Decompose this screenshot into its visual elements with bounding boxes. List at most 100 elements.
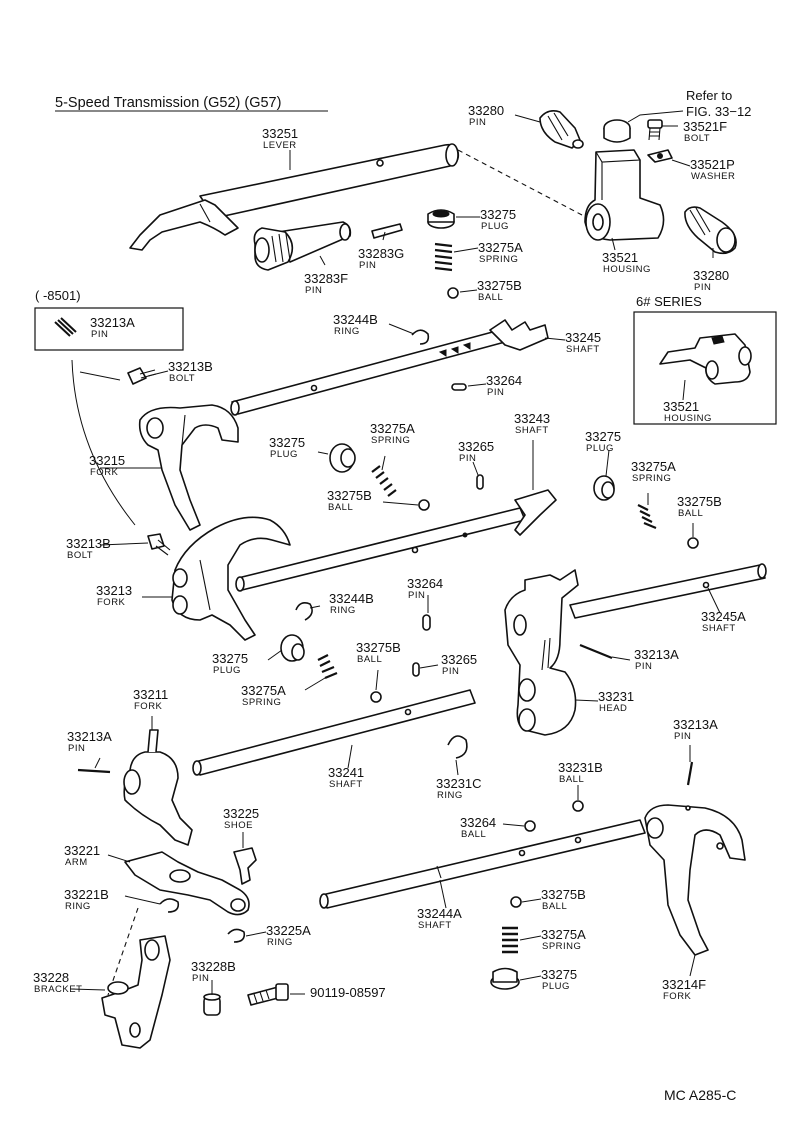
- date-box: [34, 307, 184, 351]
- bolt-33213b-upper: [127, 367, 157, 385]
- callout-c48-number: 33225A: [266, 923, 311, 938]
- fork-33214f: [644, 804, 746, 956]
- callout-c40-number: 33213A: [673, 717, 718, 732]
- callout-c34-name: PIN: [442, 666, 459, 677]
- shaft-33244a: [319, 819, 646, 909]
- callout-c15-number: 33213B: [168, 359, 213, 374]
- callout-c39-number: 33213A: [67, 729, 112, 744]
- series-box: [633, 311, 777, 425]
- callout-c32-number: 33213A: [634, 647, 679, 662]
- callout-c12-number: 33213A: [90, 315, 135, 330]
- callout-c14-number: 33245: [565, 330, 601, 345]
- callout-c27-name: BOLT: [67, 550, 93, 561]
- bolt-90119: [247, 983, 289, 1006]
- pin-33283g: [371, 223, 403, 239]
- pin-33283f: [253, 221, 352, 271]
- callout-c56-number: 33214F: [662, 977, 706, 992]
- fork-33213: [171, 516, 291, 641]
- pin-33280-lower: [684, 206, 737, 255]
- callout-c22-name: PLUG: [586, 443, 614, 454]
- refer-note-line2: FIG. 33−12: [686, 104, 751, 119]
- callout-c19-number: 33243: [514, 411, 550, 426]
- housing-6-series: [659, 333, 752, 385]
- callout-c26-number: 33275B: [677, 494, 722, 509]
- spring-33275a-mid: [371, 465, 397, 497]
- callout-c33-name: BALL: [357, 654, 382, 665]
- ball-33264: [524, 820, 536, 832]
- callout-c24-name: SPRING: [632, 473, 671, 484]
- callout-c2-name: PIN: [469, 117, 486, 128]
- callout-c1-name: LEVER: [263, 140, 297, 151]
- dash-lever-housing: [457, 149, 583, 216]
- head-33231: [504, 569, 579, 736]
- callout-c26-name: BALL: [678, 508, 703, 519]
- callout-c24-number: 33275A: [631, 459, 676, 474]
- plug-33275-top: [427, 209, 455, 229]
- callout-c11-name: BALL: [478, 292, 503, 303]
- pin-33280-upper: [539, 110, 584, 149]
- callout-c17-name: HOUSING: [664, 413, 712, 424]
- ball-33275b-lower: [370, 691, 382, 703]
- callout-c38-name: FORK: [134, 701, 163, 712]
- callout-c16-name: PIN: [487, 387, 504, 398]
- bolt-33521f: [647, 119, 663, 141]
- callout-c41-name: SHAFT: [329, 779, 363, 790]
- callout-c20-name: PLUG: [270, 449, 298, 460]
- pin-33213a-right: [686, 761, 694, 786]
- callout-c30-name: RING: [330, 605, 356, 616]
- figure-code: MC A285-C: [664, 1087, 736, 1103]
- series-label: 6# SERIES: [636, 294, 702, 309]
- callout-c45-name: BALL: [461, 829, 486, 840]
- leader-bolt: [79, 371, 121, 381]
- fork-33211: [123, 729, 193, 846]
- callout-c44-name: SHOE: [224, 820, 253, 831]
- callout-c4-number: 33521P: [690, 157, 735, 172]
- callout-c45-number: 33264: [460, 815, 496, 830]
- callout-c25-name: BALL: [328, 502, 353, 513]
- shaft-33245a: [569, 563, 767, 619]
- callout-c20-number: 33275: [269, 435, 305, 450]
- callout-c21-number: 33265: [458, 439, 494, 454]
- housing-33521: [584, 149, 665, 241]
- callout-c29-number: 33213: [96, 583, 132, 598]
- callout-c27-number: 33213B: [66, 536, 111, 551]
- ball-33231b: [572, 800, 584, 812]
- bolt-33213b-lower: [147, 533, 171, 556]
- ring-33221b: [159, 898, 180, 913]
- callout-c18-name: SPRING: [371, 435, 410, 446]
- ring-33244b-upper: [411, 329, 430, 345]
- callout-c3-number: 33521F: [683, 119, 727, 134]
- callout-c13-name: RING: [334, 326, 360, 337]
- bracket-33228: [101, 935, 171, 1049]
- date-range: ( -8501): [35, 288, 81, 303]
- callout-c43-number: 33231B: [558, 760, 603, 775]
- callout-c7-number: 33275: [480, 207, 516, 222]
- callout-c13-number: 33244B: [333, 312, 378, 327]
- shaft-33243: [235, 489, 557, 592]
- pin-33213a-left: [77, 768, 111, 774]
- callout-c10-number: 33283F: [304, 271, 348, 286]
- callout-c44-number: 33225: [223, 806, 259, 821]
- fork-33215: [138, 404, 239, 531]
- callout-c37-name: HEAD: [599, 703, 627, 714]
- callout-c9-name: PIN: [359, 260, 376, 271]
- spring-33275a-top: [434, 242, 453, 272]
- callout-c12-name: PIN: [91, 329, 108, 340]
- callout-c53-number: 33228B: [191, 959, 236, 974]
- callout-c15-name: BOLT: [169, 373, 195, 384]
- callout-c49-number: 33244A: [417, 906, 462, 921]
- pin-33228b: [203, 993, 221, 1016]
- plug-33275-bottom: [490, 967, 520, 990]
- spring-33275a-right: [637, 504, 657, 530]
- callout-c28-name: PIN: [408, 590, 425, 601]
- pin-33264-upper: [451, 383, 467, 391]
- callout-c31-number: 33245A: [701, 609, 746, 624]
- pin-33213a-mid: [579, 643, 613, 660]
- spring-33275a-bottom: [502, 926, 518, 954]
- callout-c39-name: PIN: [68, 743, 85, 754]
- callout-c46-number: 33221: [64, 843, 100, 858]
- callout-c35-name: PLUG: [213, 665, 241, 676]
- callout-c9-number: 33283G: [358, 246, 404, 261]
